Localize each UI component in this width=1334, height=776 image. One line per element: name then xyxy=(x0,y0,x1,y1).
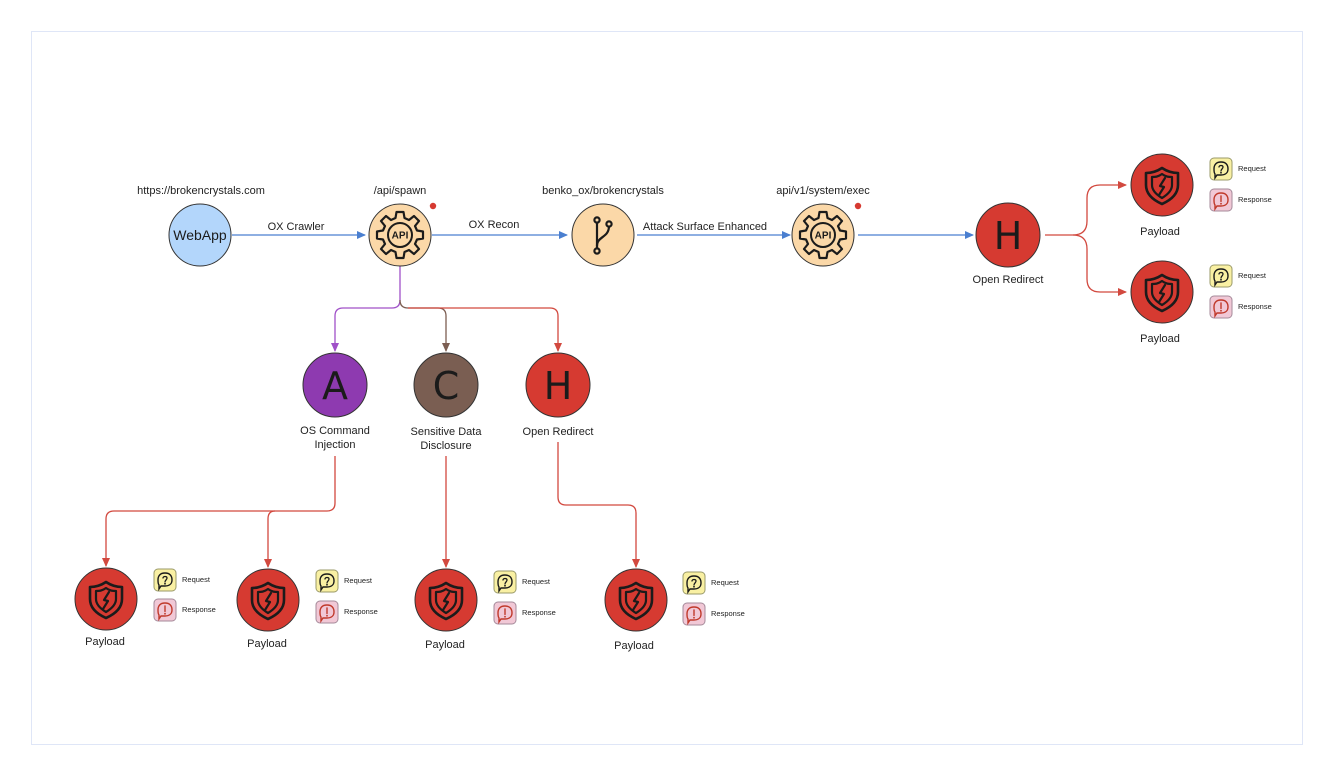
edge-a-payload-2 xyxy=(264,510,276,568)
question-bubble-icon xyxy=(493,570,517,594)
request-badge[interactable]: Request xyxy=(1209,157,1267,181)
edge-spawn-to-h xyxy=(408,307,562,352)
node-vuln-h-top[interactable]: H Open Redirect xyxy=(973,202,1044,286)
payload-label: Payload xyxy=(85,636,125,648)
response-badge[interactable]: Response xyxy=(493,601,556,625)
request-label: Request xyxy=(1238,164,1267,173)
api-spawn-title: /api/spawn xyxy=(374,185,427,197)
request-badge[interactable]: Request xyxy=(493,570,551,594)
question-bubble-icon xyxy=(153,568,177,592)
request-label: Request xyxy=(1238,271,1267,280)
response-label: Response xyxy=(1238,195,1272,204)
alert-bubble-icon xyxy=(493,601,517,625)
question-bubble-icon xyxy=(1209,264,1233,288)
payload-node[interactable]: Payload xyxy=(604,568,668,652)
alert-bubble-icon xyxy=(153,598,177,622)
edge-label-crawler: OX Crawler xyxy=(268,221,325,233)
webapp-label: WebApp xyxy=(173,227,227,243)
request-label: Request xyxy=(344,576,373,585)
payload-node[interactable]: Payload xyxy=(1130,153,1194,238)
edge-h-payload xyxy=(557,442,640,568)
alert-bubble-icon xyxy=(1209,188,1233,212)
vuln-a-label-1: OS Command xyxy=(300,425,370,437)
question-bubble-icon xyxy=(315,569,339,593)
api-exec-badge: API xyxy=(815,231,832,242)
payload-label: Payload xyxy=(425,639,465,651)
request-badge[interactable]: Request xyxy=(1209,264,1267,288)
status-dot xyxy=(429,202,437,210)
api-gear-icon: API xyxy=(375,210,425,260)
api-exec-title: api/v1/system/exec xyxy=(776,185,870,197)
grade-letter: H xyxy=(994,214,1023,258)
response-label: Response xyxy=(182,605,216,614)
alert-bubble-icon xyxy=(315,600,339,624)
node-vuln-c[interactable]: C Sensitive Data Disclosure xyxy=(411,352,483,452)
payload-node[interactable]: Payload xyxy=(236,568,300,650)
edge-label-surface: Attack Surface Enhanced xyxy=(643,221,767,233)
vuln-h-label: Open Redirect xyxy=(523,426,594,438)
response-badge[interactable]: Response xyxy=(682,602,745,626)
webapp-url: https://brokencrystals.com xyxy=(137,185,265,197)
response-label: Response xyxy=(344,607,378,616)
response-label: Response xyxy=(522,608,556,617)
vuln-c-label-1: Sensitive Data xyxy=(411,426,483,438)
repo-title: benko_ox/brokencrystals xyxy=(542,185,664,197)
alert-bubble-icon xyxy=(1209,295,1233,319)
grade-letter: C xyxy=(433,364,460,408)
node-api-exec[interactable]: api/v1/system/exec API xyxy=(776,185,870,267)
response-badge[interactable]: Response xyxy=(153,598,216,622)
payload-label: Payload xyxy=(614,640,654,652)
response-label: Response xyxy=(711,609,745,618)
request-label: Request xyxy=(182,575,211,584)
node-repo[interactable]: benko_ox/brokencrystals xyxy=(542,185,664,267)
edge-top-h-payload-2 xyxy=(1072,234,1127,296)
grade-letter: H xyxy=(544,364,573,408)
response-badge[interactable]: Response xyxy=(1209,295,1272,319)
diagram-frame xyxy=(31,31,1303,745)
node-api-spawn[interactable]: /api/spawn API xyxy=(368,185,437,267)
git-branch-icon xyxy=(593,216,613,255)
alert-bubble-icon xyxy=(682,602,706,626)
edge-spawn-trunk xyxy=(331,266,401,352)
response-badge[interactable]: Response xyxy=(315,600,378,624)
question-bubble-icon xyxy=(1209,157,1233,181)
edge-a-payloads xyxy=(102,456,336,567)
vuln-h-top-label: Open Redirect xyxy=(973,274,1044,286)
response-badge[interactable]: Response xyxy=(1209,188,1272,212)
edge-top-h-payload-1 xyxy=(1045,181,1127,236)
payload-label: Payload xyxy=(247,638,287,650)
vuln-a-label-2: Injection xyxy=(315,439,356,451)
grade-letter: A xyxy=(322,364,348,408)
payload-node[interactable]: Payload xyxy=(74,567,138,648)
payload-node[interactable]: Payload xyxy=(414,568,478,651)
api-gear-icon: API xyxy=(798,210,848,260)
node-vuln-h[interactable]: H Open Redirect xyxy=(523,352,594,438)
vuln-c-label-2: Disclosure xyxy=(420,440,471,452)
payload-label: Payload xyxy=(1140,226,1180,238)
request-label: Request xyxy=(711,578,740,587)
response-label: Response xyxy=(1238,302,1272,311)
node-vuln-a[interactable]: A OS Command Injection xyxy=(300,352,370,451)
request-badge[interactable]: Request xyxy=(153,568,211,592)
payload-label: Payload xyxy=(1140,333,1180,345)
edges xyxy=(102,181,1127,568)
question-bubble-icon xyxy=(682,571,706,595)
status-dot xyxy=(854,202,862,210)
request-label: Request xyxy=(522,577,551,586)
request-badge[interactable]: Request xyxy=(315,569,373,593)
payload-node[interactable]: Payload xyxy=(1130,260,1194,345)
node-webapp[interactable]: https://brokencrystals.com WebApp xyxy=(137,185,265,267)
edge-label-recon: OX Recon xyxy=(469,219,520,231)
request-badge[interactable]: Request xyxy=(682,571,740,595)
api-spawn-badge: API xyxy=(392,231,409,242)
